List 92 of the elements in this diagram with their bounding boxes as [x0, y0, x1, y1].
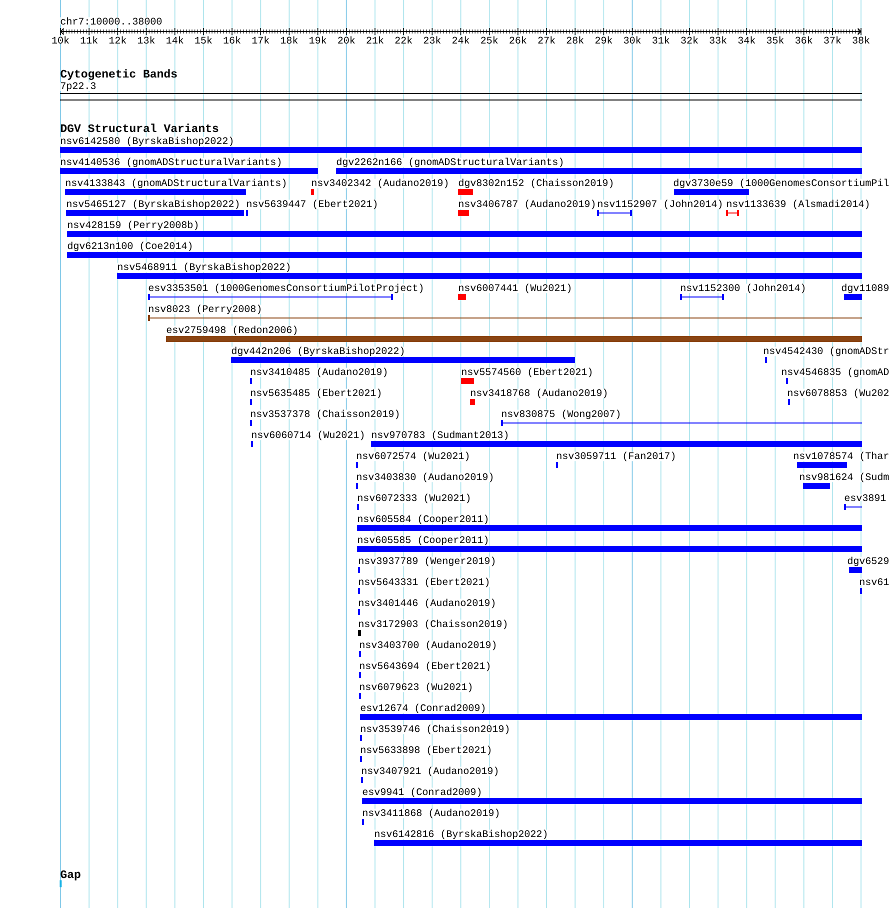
tick-label: 13k	[137, 36, 156, 44]
variant-label: nsv605585 (Cooper2011)	[357, 536, 490, 546]
variant-label: nsv3406787 (Audano2019)	[458, 200, 596, 210]
tick-label: 32k	[680, 36, 698, 44]
variant-label: nsv5633898 (Ebert2021)	[360, 746, 492, 756]
tick-label: 10k	[52, 36, 70, 44]
variant-label: nsv5468911 (ByrskaBishop2022)	[117, 262, 292, 272]
variant-label: nsv8023 (Perry2008)	[148, 304, 262, 314]
variant-label: nsv605584 (Cooper2011)	[357, 514, 490, 524]
variant-label: nsv3937789 (Wenger2019)	[358, 556, 496, 566]
tick-label: 23k	[423, 36, 442, 44]
variant-label: nsv6078853 (Wu202	[787, 388, 890, 398]
tick-label: 17k	[252, 36, 270, 44]
tick-label: 29k	[594, 36, 613, 44]
tick-label: 20k	[337, 36, 356, 44]
tick-label: 27k	[538, 36, 556, 44]
variant-label: dgv6213n100 (Coe2014)	[67, 242, 194, 252]
variant-label: esv12674 (Conrad2009)	[360, 704, 486, 714]
tick-label: 31k	[652, 36, 670, 44]
variant-label: nsv5574560 (Ebert2021)	[461, 368, 594, 378]
variant-label: nsv1152300 (John2014)	[680, 284, 806, 294]
track-title: DGV Structural Variants	[60, 124, 218, 132]
variant-label: nsv970783 (Sudmant2013)	[371, 430, 510, 440]
gap-mark	[60, 880, 62, 888]
variant-label: nsv3402342 (Audano2019)	[311, 178, 450, 188]
tick-label: 37k	[823, 36, 842, 44]
variant-label: nsv5635485 (Ebert2021)	[250, 388, 382, 398]
variant-label: nsv830875 (Wong2007)	[501, 410, 622, 420]
tick-label: 12k	[108, 36, 127, 44]
tick-label: 15k	[194, 36, 212, 44]
variant-label: dgv3730e59 (1000GenomesConsortiumPil	[673, 178, 890, 188]
variant-label: nsv1152907 (John2014)	[597, 200, 724, 210]
variant-label: dgv6529	[847, 556, 890, 566]
variant-label: nsv61	[859, 578, 890, 586]
tick-label: 11k	[80, 36, 98, 44]
variant-label: nsv1133639 (Alsmadi2014)	[726, 200, 870, 210]
variant-label: nsv6079623 (Wu2021)	[359, 682, 474, 692]
variant-label: nsv4133843 (gnomADStructuralVariants)	[65, 178, 288, 188]
track-title: Gap	[60, 870, 80, 880]
variant-label: nsv5643331 (Ebert2021)	[358, 578, 490, 588]
variant-label: nsv3418768 (Audano2019)	[470, 388, 608, 398]
variant-label: nsv5639447 (Ebert2021)	[246, 200, 378, 210]
variant-label: dgv8302n152 (Chaisson2019)	[458, 178, 614, 188]
tick-label: 18k	[280, 36, 298, 44]
variant-label: nsv3410485 (Audano2019)	[250, 368, 388, 378]
variant-label: nsv981624 (Sudm	[799, 472, 890, 482]
tick-label: 35k	[766, 36, 784, 44]
tick-label: 36k	[794, 36, 813, 44]
variant-label: nsv6072333 (Wu2021)	[357, 494, 472, 504]
variant-label: esv9941 (Conrad2009)	[362, 788, 482, 798]
variant-label: nsv3411868 (Audano2019)	[362, 808, 500, 818]
variant-label: nsv3401446 (Audano2019)	[358, 598, 496, 608]
variant-label: esv2759498 (Redon2006)	[166, 326, 298, 336]
variant-label: nsv6007441 (Wu2021)	[458, 284, 572, 294]
tick-label: 19k	[308, 36, 327, 44]
variant-label: nsv3403830 (Audano2019)	[356, 472, 494, 482]
variant-label: dgv2262n166 (gnomADStructuralVariants)	[336, 158, 564, 168]
tick-label: 16k	[223, 36, 242, 44]
variant-label: nsv3407921 (Audano2019)	[361, 766, 500, 776]
variant-label: nsv4546835 (gnomAD	[781, 368, 890, 378]
variant-label: dgv11089	[841, 284, 890, 294]
variant-label: nsv3403700 (Audano2019)	[359, 640, 498, 650]
variant-label: nsv3537378 (Chaisson2019)	[250, 410, 400, 420]
variant-label: dgv442n206 (ByrskaBishop2022)	[231, 346, 406, 356]
tick-label: 34k	[738, 36, 756, 44]
variant-label: esv3891	[844, 494, 886, 502]
variant-label: nsv3539746 (Chaisson2019)	[360, 724, 510, 734]
variant-label: nsv6142816 (ByrskaBishop2022)	[374, 830, 548, 840]
variant-label: nsv4140536 (gnomADStructuralVariants)	[60, 158, 282, 168]
tick-label: 14k	[166, 36, 184, 44]
variant-label: nsv4542430 (gnomADStr	[763, 346, 890, 356]
tick-label: 26k	[508, 36, 527, 44]
variant-label: nsv5643694 (Ebert2021)	[359, 662, 492, 672]
variant-label: nsv3059711 (Fan2017)	[556, 452, 676, 462]
variant-label: nsv3172903 (Chaisson2019)	[358, 620, 508, 630]
tick-label: 28k	[566, 36, 584, 44]
tick-label: 21k	[366, 36, 384, 44]
tick-label: 25k	[480, 36, 498, 44]
tick-label: 33k	[709, 36, 728, 44]
band-label: 7p22.3	[60, 82, 96, 92]
tick-label: 22k	[394, 36, 413, 44]
position-label: chr7:10000..38000	[60, 17, 162, 25]
variant-label: nsv5465127 (ByrskaBishop2022)	[66, 200, 240, 210]
variant-label: nsv428159 (Perry2008b)	[67, 220, 200, 230]
variant-label: nsv6072574 (Wu2021)	[356, 452, 470, 462]
tick-label: 38k	[852, 36, 870, 44]
tick-label: 30k	[623, 36, 642, 44]
tick-label: 24k	[452, 36, 470, 44]
variant-label: nsv6142580 (ByrskaBishop2022)	[60, 136, 234, 146]
variant-label: nsv6060714 (Wu2021)	[251, 430, 366, 440]
variant-label: nsv1078574 (Thar	[793, 452, 890, 462]
variant-label: esv3353501 (1000GenomesConsortiumPilotProject)	[148, 284, 424, 294]
